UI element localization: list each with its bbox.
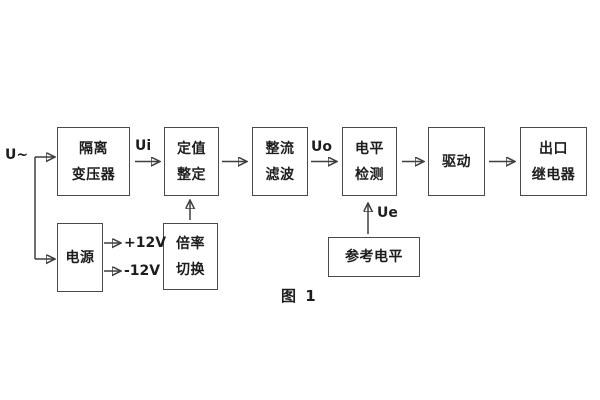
signal-label-input: U~ — [5, 147, 29, 163]
block-label: 参考电平 — [345, 249, 403, 265]
block-label: 滤波 — [265, 166, 295, 183]
block-label: 电平 — [355, 140, 384, 157]
block-label: 检测 — [355, 166, 384, 183]
block-isolation-transformer: 隔离 变压器 — [57, 127, 130, 196]
block-label: 倍率 — [176, 235, 205, 252]
figure-caption: 图 1 — [281, 287, 318, 305]
block-setpoint-setting: 定值 整定 — [164, 127, 219, 196]
block-power-supply: 电源 — [57, 223, 103, 292]
block-label: 整流 — [265, 140, 295, 157]
signal-label-uo: Uo — [311, 139, 332, 155]
block-rectifier-filter: 整流 滤波 — [252, 127, 308, 196]
signal-label-ui: Ui — [135, 138, 152, 154]
block-level-detection: 电平 检测 — [342, 127, 397, 196]
block-label: 切换 — [176, 261, 205, 278]
block-label: 继电器 — [531, 166, 576, 183]
block-multiplier-switch: 倍率 切换 — [163, 223, 218, 290]
block-label: 电源 — [65, 249, 95, 266]
block-label: 变压器 — [71, 166, 116, 183]
block-label: 隔离 — [79, 140, 108, 157]
signal-label-plus12v: +12V — [124, 235, 167, 251]
block-drive: 驱动 — [428, 127, 485, 196]
block-label: 定值 — [177, 140, 206, 157]
signal-label-ue: Ue — [377, 205, 398, 221]
block-label: 驱动 — [442, 153, 471, 170]
block-reference-level: 参考电平 — [328, 237, 420, 277]
signal-label-minus12v: -12V — [124, 263, 161, 279]
block-output-relay: 出口 继电器 — [520, 127, 587, 196]
block-label: 出口 — [539, 140, 568, 157]
block-label: 整定 — [177, 166, 206, 183]
